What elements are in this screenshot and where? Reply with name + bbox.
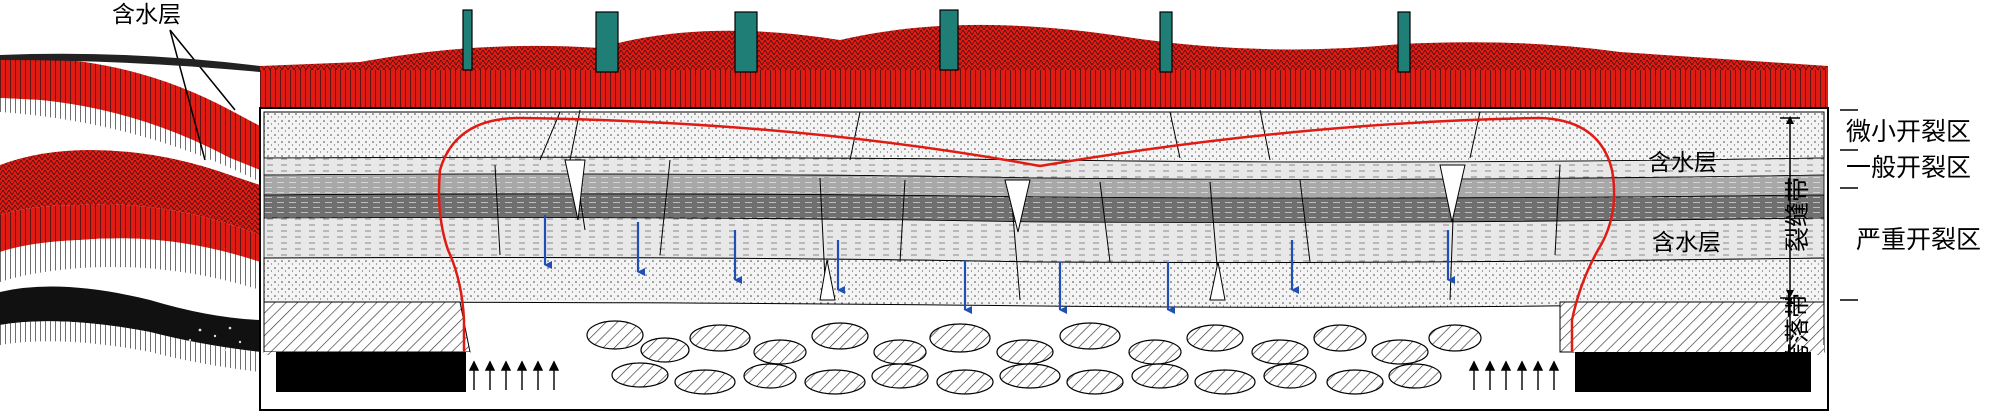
zone-label-micro-crack: 微小开裂区: [1846, 117, 1971, 146]
well-pipe: [1397, 11, 1411, 73]
caving-rubble: [586, 320, 1482, 395]
zone-label-general-crack: 一般开裂区: [1846, 153, 1971, 182]
well-pipe: [595, 11, 619, 73]
aquifer-layers-3d: [0, 29, 260, 372]
zone-dimension-markers: [1780, 109, 1858, 363]
aquifer-label-upper: 含水层: [1648, 150, 1717, 176]
band-label-fracture-zone: 裂缝带: [1783, 177, 1812, 252]
support-arrows-left: [468, 360, 560, 390]
aquifer-label-left: 含水层: [112, 2, 181, 28]
water-arrows: [543, 215, 1455, 314]
well-pipe: [939, 9, 959, 71]
well-pipe: [462, 9, 473, 71]
cross-section: [259, 107, 1829, 411]
well-pipes: [462, 9, 1411, 73]
coal-seam-left: [276, 352, 466, 392]
middle-aquifer-surface: [0, 150, 260, 235]
surface-aquifer: [0, 9, 1828, 108]
aquifer-label-lower: 含水层: [1652, 230, 1721, 256]
well-pipe: [734, 11, 758, 73]
zone-label-severe-crack: 严重开裂区: [1856, 225, 1981, 254]
support-arrows-right: [1468, 360, 1560, 390]
top-aquifer-side: [0, 58, 260, 170]
coal-seam-right: [1575, 352, 1811, 392]
fracture-boundary-line: [437, 116, 1616, 352]
bottom-aquifer-surface: [0, 286, 260, 352]
band-label-caving-zone: 垮落带: [1783, 293, 1812, 368]
well-pipe: [1159, 11, 1173, 73]
layer-hatched-left: [263, 301, 471, 353]
